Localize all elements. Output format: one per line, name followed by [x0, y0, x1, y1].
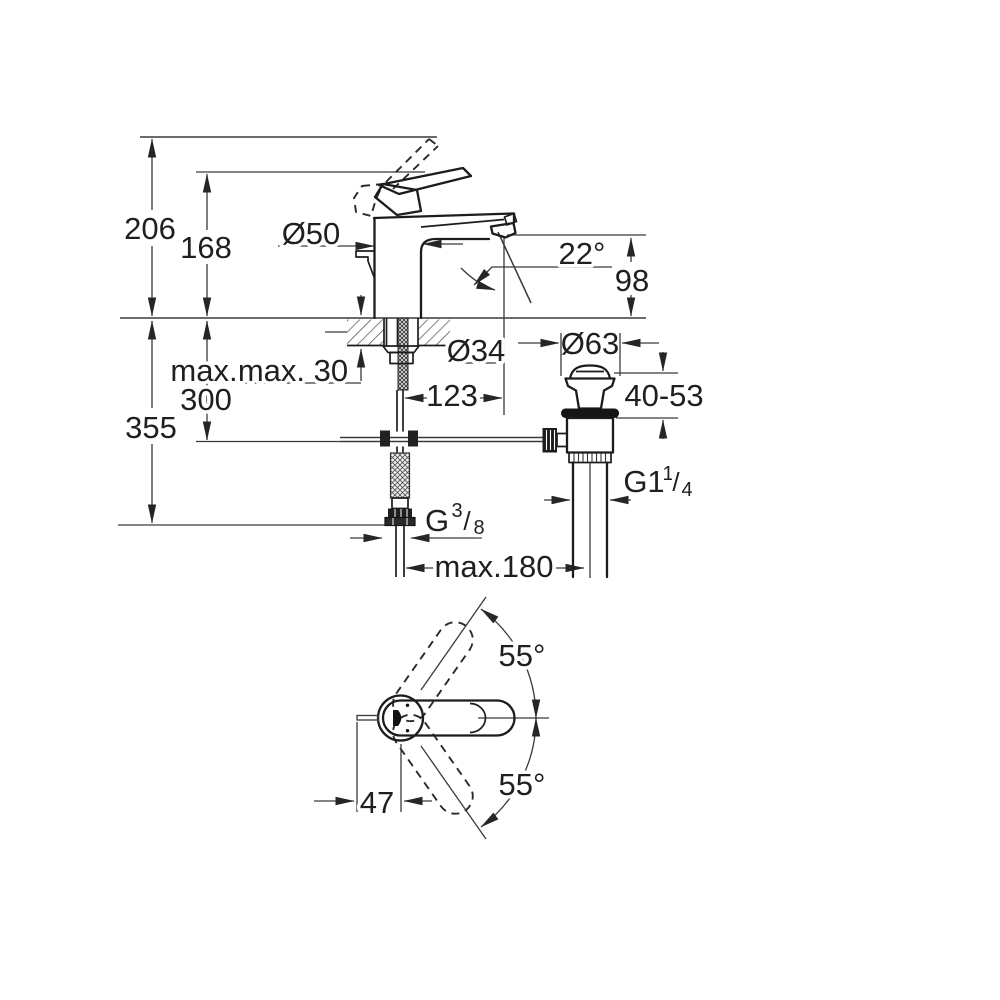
top-view: 55° 55° 47 — [314, 596, 549, 840]
top-view-labels: 55° 55° 47 — [356, 635, 549, 824]
mounting-washer — [382, 345, 420, 354]
handle-end-inner-cap — [469, 702, 487, 734]
faucet-body — [353, 138, 518, 320]
swing-arc-lower — [480, 717, 541, 828]
supply-and-mounting — [340, 317, 543, 577]
swing-arc-upper — [480, 608, 541, 719]
drain-plug-dome — [568, 364, 612, 380]
drain-thread-numerator: 1 — [662, 463, 673, 485]
mounting-deck — [347, 318, 450, 347]
leader-22deg — [473, 266, 612, 286]
hose-end-ferrule — [391, 497, 409, 510]
o63-extension-lines — [560, 333, 621, 376]
dim-o50-label: Ø50 — [282, 216, 341, 251]
dim-22deg-label: 22° — [559, 236, 606, 271]
supply-thread-label: G — [425, 503, 449, 538]
drain-thread-denominator: 4 — [681, 479, 692, 501]
cartridge-dot-bottom — [405, 729, 410, 733]
spout-underside-profile — [419, 237, 491, 320]
drain-thread-slash: / — [672, 467, 680, 497]
dim-o34-label: Ø34 — [447, 333, 506, 368]
pop-up-drain — [542, 364, 619, 579]
swing-upper-label: 55° — [499, 638, 546, 673]
threaded-mounting-stud — [397, 317, 409, 391]
lever-cartridge-cover — [373, 182, 423, 217]
side-view: 206 168 Ø50 22° 98 max. max. 30 300 355 … — [118, 136, 708, 588]
side-hook-detail — [355, 250, 375, 278]
hose-nut-upper — [388, 508, 412, 518]
drain-lock-ring-ridges — [573, 453, 607, 462]
dim-47-label: 47 — [360, 785, 394, 820]
dim-max30-label: max. 30 — [238, 353, 348, 388]
handle-swing-upper-dashed — [392, 621, 474, 723]
deck-section-left — [347, 319, 384, 345]
handle-top-view — [381, 699, 516, 737]
dim-98-label: 98 — [615, 263, 649, 298]
rod-coupler-right-block — [408, 430, 418, 447]
drain-rod-neck — [556, 432, 568, 448]
swing-radius-lower — [420, 745, 487, 840]
cartridge-mark — [393, 710, 402, 726]
drain-valve-body — [565, 416, 615, 454]
lever-raised-blade-dashed-cap — [428, 138, 439, 147]
body-top-edge — [372, 212, 516, 220]
side-view-labels: 206 168 Ø50 22° 98 max. max. 30 300 355 … — [121, 208, 708, 588]
rod-coupler-left-block — [380, 430, 390, 447]
spout-tip-cap — [503, 212, 518, 226]
hose-nut-lower — [384, 516, 416, 527]
drain-lock-ring — [568, 451, 612, 464]
spout-stub-top-view — [356, 714, 380, 721]
dim-o63-label: Ø63 — [561, 326, 620, 361]
cartridge-dot-top — [405, 703, 410, 707]
supply-thread-denominator: 8 — [473, 517, 484, 539]
braided-supply-hose — [389, 452, 411, 499]
lever-raised-blade-dashed-top — [385, 138, 430, 183]
lever-blade — [377, 166, 473, 196]
drain-flange-funnel — [564, 377, 616, 410]
lever-raised-blade-dashed-bottom — [392, 145, 439, 190]
dim-300-label: 300 — [180, 382, 232, 417]
dim-168-label: 168 — [180, 230, 232, 265]
deck-section-right — [418, 319, 450, 345]
supply-thread-slash: / — [463, 506, 471, 536]
side-view-dimension-lines — [118, 136, 678, 573]
dim-355-label: 355 — [125, 410, 177, 445]
handle-swing-lower-dashed — [392, 713, 474, 815]
drain-thread-label: G1 — [623, 464, 664, 499]
leader-22deg-curved-arrow — [460, 267, 496, 291]
water-stream-22deg-line — [497, 231, 532, 304]
dim-max-prefix-label: max. — [170, 353, 237, 388]
dim-max180-label: max.180 — [435, 549, 554, 584]
dim-206-label: 206 — [124, 211, 176, 246]
dim-123-label: 123 — [426, 378, 478, 413]
supply-thread-numerator: 3 — [451, 500, 462, 522]
mounting-nut — [389, 351, 414, 365]
spout-top-inner-edge — [420, 218, 505, 228]
dim-4053-label: 40-53 — [624, 378, 703, 413]
drain-rubber-seal — [561, 408, 619, 418]
swing-lower-label: 55° — [499, 767, 546, 802]
swing-radius-upper — [420, 596, 487, 691]
aerator-outlet — [489, 221, 517, 239]
